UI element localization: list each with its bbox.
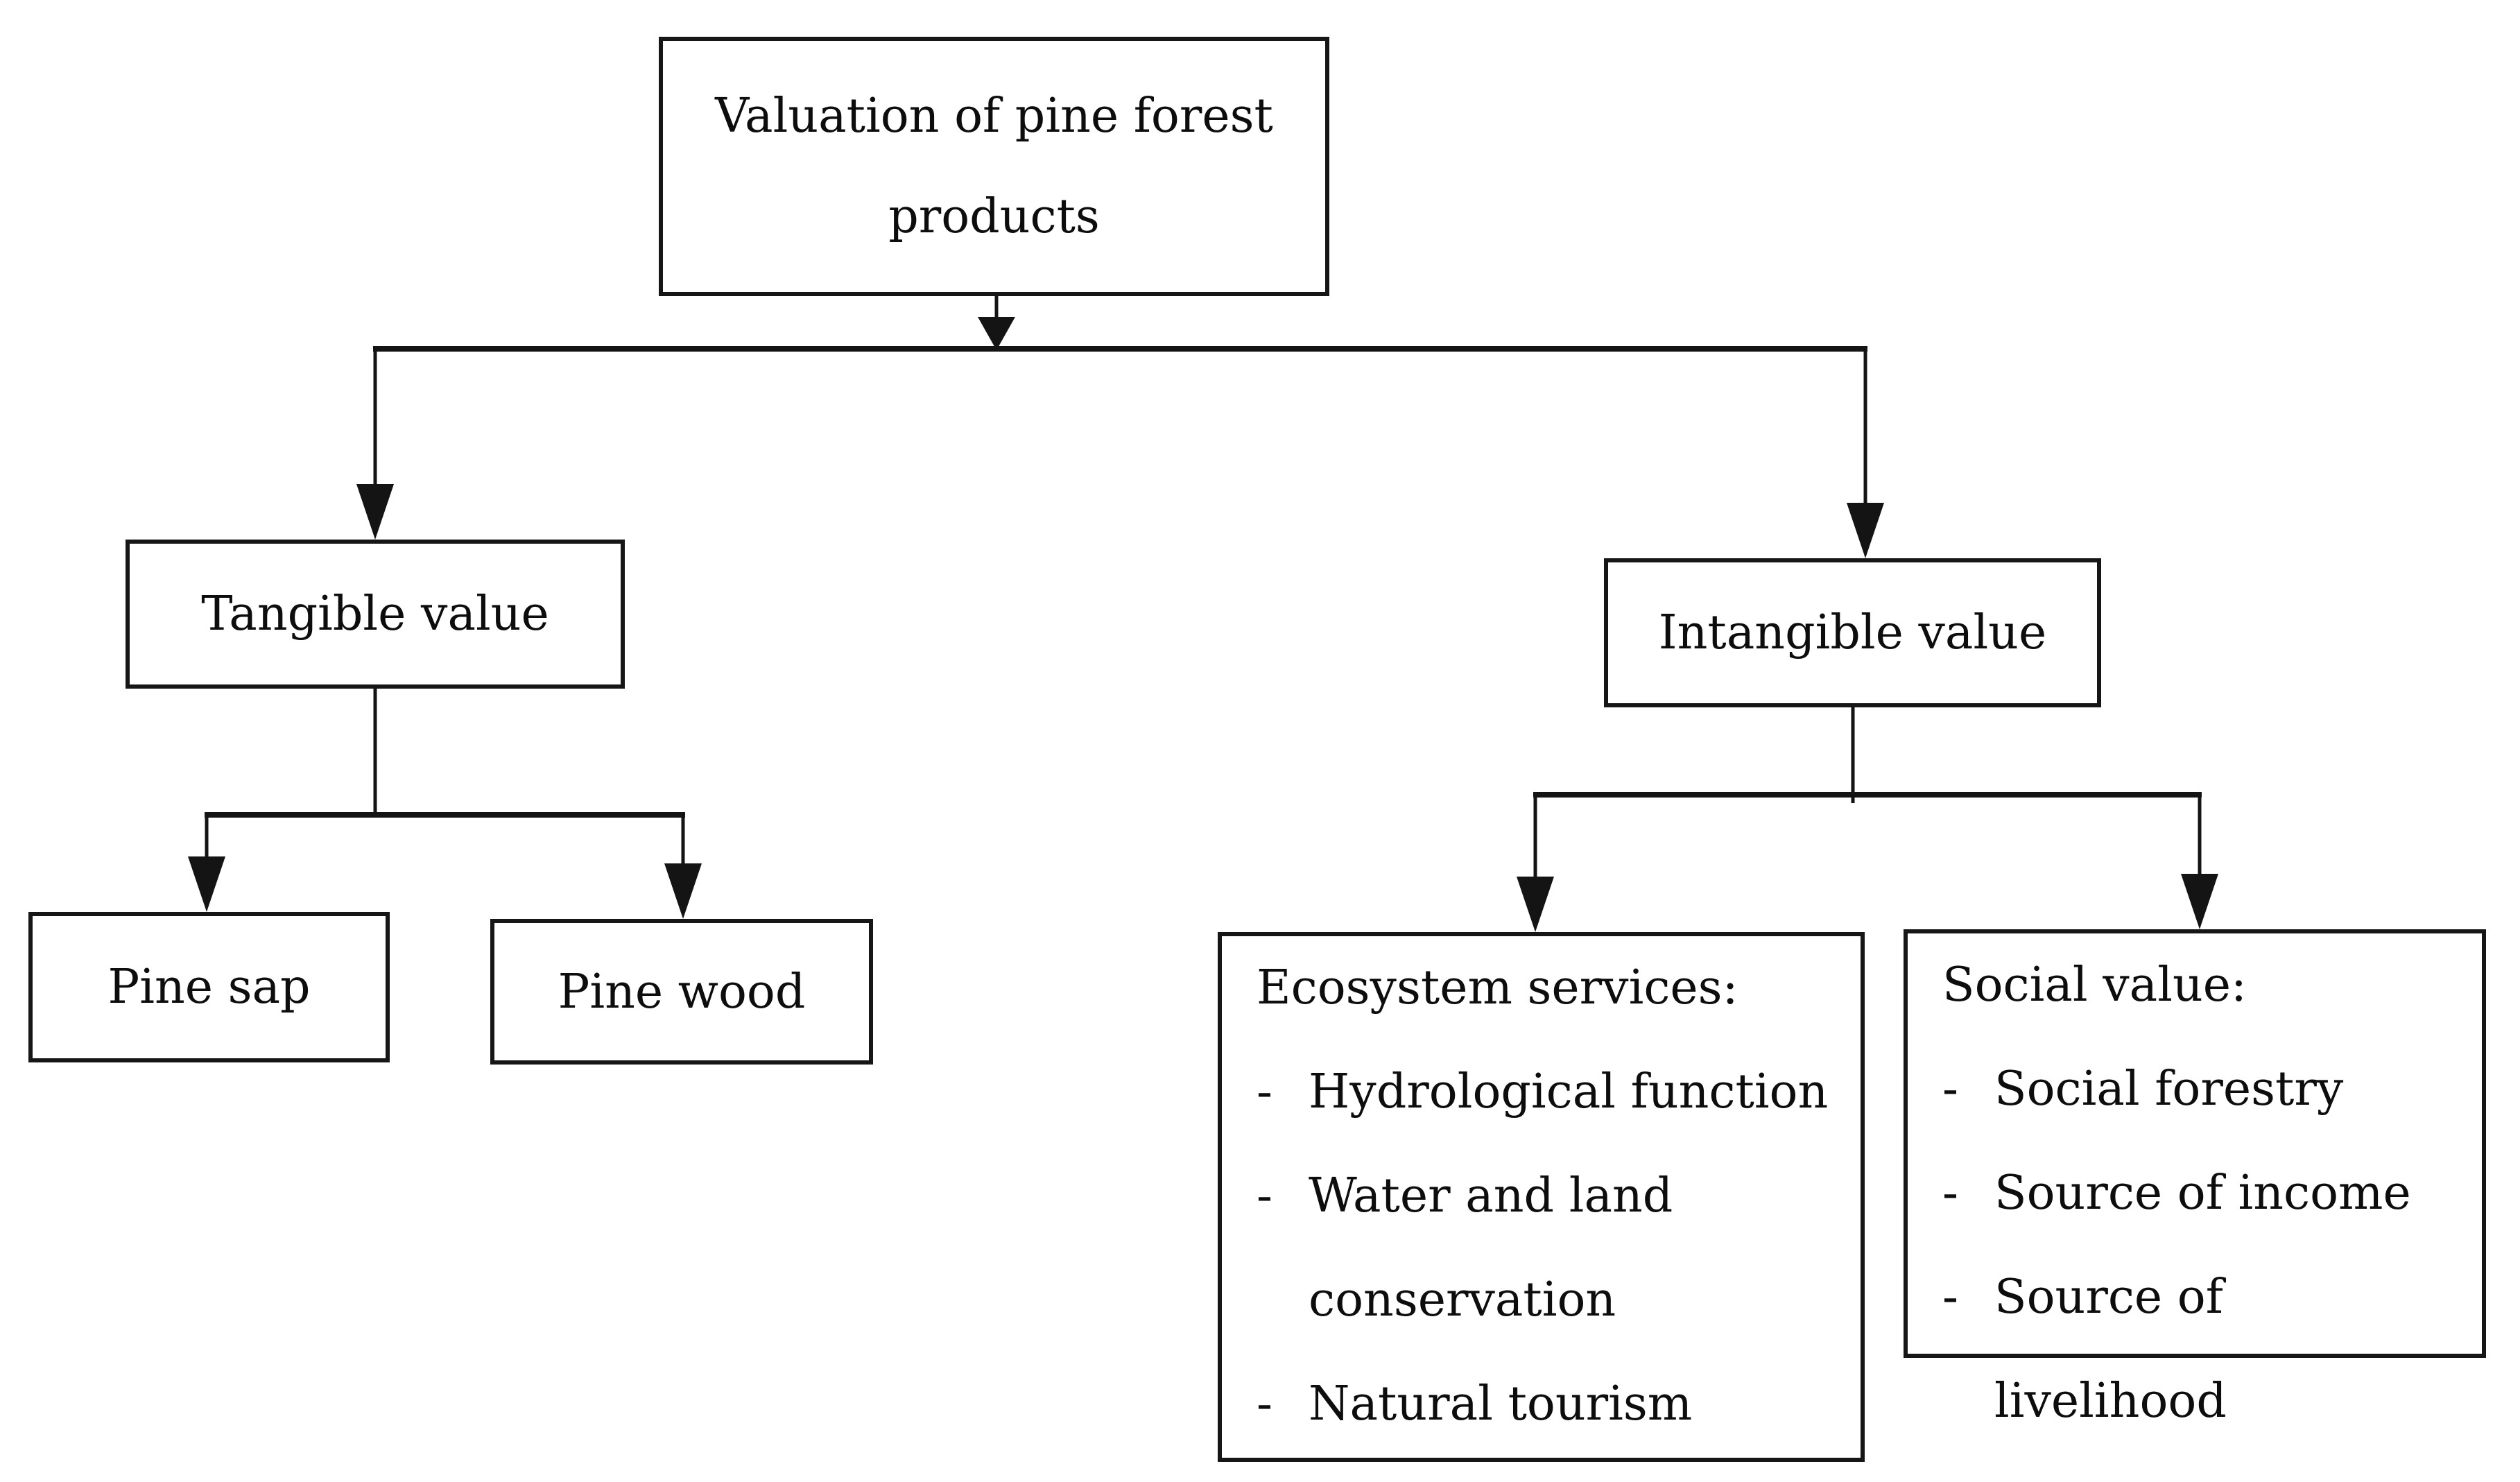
bullet-dash: - bbox=[1942, 1166, 1958, 1221]
node-ecosystem-services: Ecosystem services: - Hydrological funct… bbox=[1218, 932, 1865, 1462]
bullet-dash: - bbox=[1257, 1065, 1272, 1119]
bullet-dash: - bbox=[1257, 1377, 1272, 1431]
list-title: Social value: bbox=[1942, 958, 2247, 1013]
arrowhead-to-social bbox=[2181, 874, 2218, 929]
list-item: - Water and land conservation bbox=[1257, 1144, 1833, 1352]
node-pine-sap: Pine sap bbox=[28, 912, 390, 1062]
arrowhead-to-pine-sap bbox=[188, 856, 225, 912]
bullet-dash: - bbox=[1942, 1270, 1958, 1325]
list-item-text: Source of livelihood bbox=[1994, 1270, 2227, 1429]
node-label: Tangible value bbox=[201, 587, 549, 641]
list-item: - Source of livelihood bbox=[1942, 1246, 2454, 1454]
node-label: Intangible value bbox=[1658, 605, 2047, 660]
node-tangible-value: Tangible value bbox=[126, 540, 625, 689]
list-item: - Source of income bbox=[1942, 1141, 2454, 1246]
arrowhead-to-pine-wood bbox=[664, 863, 702, 919]
list-item-text: Source of income bbox=[1994, 1166, 2411, 1221]
node-label: Pine sap bbox=[107, 960, 311, 1015]
list-item-text: Natural tourism bbox=[1309, 1377, 1693, 1431]
list-title: Ecosystem services: bbox=[1257, 960, 1738, 1015]
arrowhead-to-intangible bbox=[1847, 503, 1884, 558]
node-label: Valuation of pine forest products bbox=[715, 89, 1273, 244]
node-valuation-root: Valuation of pine forest products bbox=[659, 37, 1329, 296]
bullet-dash: - bbox=[1257, 1169, 1272, 1223]
node-intangible-value: Intangible value bbox=[1604, 558, 2101, 707]
arrowhead-to-tangible bbox=[356, 484, 394, 540]
node-pine-wood: Pine wood bbox=[490, 919, 873, 1065]
bullet-list: - Hydrological function - Water and land… bbox=[1257, 1040, 1833, 1456]
list-item-text: Social forestry bbox=[1994, 1062, 2344, 1117]
list-item: - Social forestry bbox=[1942, 1037, 2454, 1141]
bullet-list: - Social forestry - Source of income - S… bbox=[1942, 1037, 2454, 1454]
list-item-text: Water and land conservation bbox=[1309, 1169, 1673, 1327]
node-social-value: Social value: - Social forestry - Source… bbox=[1904, 929, 2486, 1429]
arrowhead-to-ecosystem bbox=[1517, 877, 1554, 932]
bullet-dash: - bbox=[1942, 1062, 1958, 1117]
list-item-text: Hydrological function bbox=[1309, 1065, 1829, 1119]
node-label: Pine wood bbox=[558, 964, 806, 1019]
arrowhead-root-stem bbox=[978, 317, 1015, 350]
list-item: - Natural tourism bbox=[1257, 1352, 1833, 1456]
list-item: - Hydrological function bbox=[1257, 1040, 1833, 1144]
